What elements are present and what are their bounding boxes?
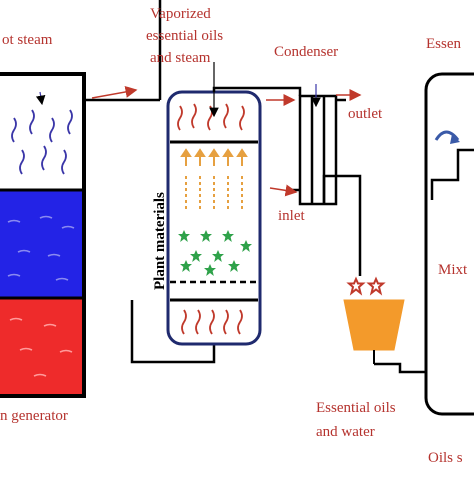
pipe-column-to-condenser xyxy=(212,86,302,96)
collection-beaker xyxy=(343,276,405,364)
label-vaporized-3: and steam xyxy=(150,50,211,66)
column-plant-materials xyxy=(178,230,252,276)
label-hot-steam: ot steam xyxy=(2,32,53,48)
label-condenser: Condenser xyxy=(274,44,338,60)
label-essential-oils-water-1: Essential oils xyxy=(316,400,396,416)
generator-bubbles-red xyxy=(9,317,73,377)
oil-separator xyxy=(424,72,474,416)
distillation-column xyxy=(166,62,262,346)
column-dashed-vapor xyxy=(185,176,243,212)
label-outlet: outlet xyxy=(348,106,383,122)
oil-droplet-stars xyxy=(346,276,386,296)
flow-arrow-steam-out xyxy=(91,85,138,99)
separator-outline xyxy=(424,72,474,416)
generator-tank-outline xyxy=(0,72,86,398)
generator-water-blue xyxy=(0,190,84,298)
pipe-generator-to-column xyxy=(84,0,216,364)
column-bottom-wisps xyxy=(181,309,243,335)
label-oils-separator: Oils s xyxy=(428,450,463,466)
generator-water-red xyxy=(0,298,84,396)
label-plant-materials: Plant materials xyxy=(152,192,168,290)
label-inlet: inlet xyxy=(278,208,305,224)
label-steam-generator: n generator xyxy=(0,408,68,424)
inlet-arrow xyxy=(269,184,298,197)
label-vaporized-2: essential oils xyxy=(146,28,223,44)
label-essential-oils-water-2: and water xyxy=(316,424,375,440)
column-rising-vapor-arrows xyxy=(180,148,248,166)
generator-steam-wisps xyxy=(11,109,73,175)
steam-generator xyxy=(0,72,86,398)
column-outline xyxy=(166,90,262,346)
label-mixture: Mixt xyxy=(438,262,468,278)
label-essential-right: Essen xyxy=(426,36,461,52)
condenser xyxy=(290,94,362,276)
pipe-to-separator xyxy=(374,362,428,374)
label-vaporized-1: Vaporized xyxy=(150,6,211,22)
beaker-body xyxy=(343,299,405,351)
generator-bubbles-blue xyxy=(7,215,75,281)
